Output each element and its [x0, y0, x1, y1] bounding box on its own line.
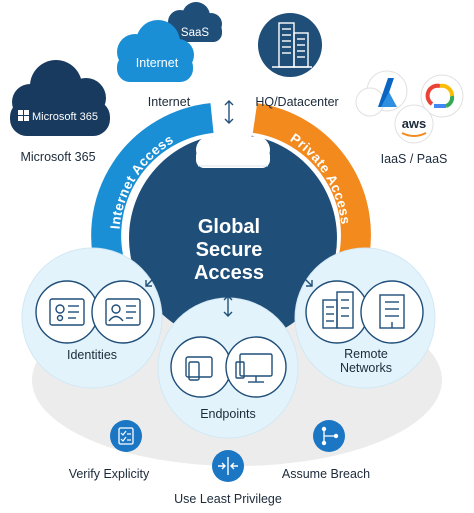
internet-label: Internet: [148, 95, 191, 109]
use-least-privilege-icon: [212, 450, 244, 482]
user-card-icon: [105, 298, 141, 326]
endpoints-node: Endpoints: [157, 297, 299, 439]
office-building-icon: [322, 291, 354, 329]
branch-building-icon: [379, 294, 405, 329]
center-title-line1: Global: [198, 216, 260, 238]
remote-networks-label-2: Networks: [340, 361, 392, 375]
microsoft365-cloud-icon: Microsoft 365: [10, 60, 110, 136]
diagonal-arrow-left-icon: [145, 271, 161, 287]
hq-datacenter-icon: [258, 13, 322, 77]
iaas-paas-logos: aws: [355, 70, 464, 144]
connector-arrows: [145, 100, 313, 317]
windows-logo-icon: [18, 110, 29, 121]
mobile-device-icon: [185, 356, 213, 381]
iaas-paas-label: IaaS / PaaS: [381, 152, 448, 166]
verify-explicitly-label: Verify Explicity: [69, 467, 150, 481]
diagonal-arrow-right-icon: [297, 271, 313, 287]
hq-datacenter-label: HQ/Datacenter: [255, 95, 338, 109]
internet-cloud-icon: Internet: [117, 20, 194, 82]
use-least-privilege-label: Use Least Privilege: [174, 492, 282, 506]
microsoft365-label: Microsoft 365: [20, 150, 95, 164]
id-badge-icon: [49, 298, 85, 326]
identities-node: Identities: [21, 247, 163, 389]
center-title-line2: Secure: [196, 239, 263, 261]
microsoft365-cloud-text: Microsoft 365: [32, 111, 98, 123]
desktop-monitor-icon: [235, 353, 273, 383]
svg-text:aws: aws: [402, 116, 427, 131]
assume-breach-label: Assume Breach: [282, 467, 370, 481]
central-circle: [129, 134, 337, 342]
internet-access-arc: [91, 103, 214, 277]
remote-networks-label-1: Remote: [344, 347, 388, 361]
azure-logo-icon: [378, 78, 397, 107]
identities-label: Identities: [67, 348, 117, 362]
saas-cloud-text: SaaS: [181, 27, 209, 39]
aws-logo-icon: aws: [401, 116, 427, 137]
endpoints-label: Endpoints: [200, 407, 256, 421]
google-cloud-logo-icon: [425, 83, 455, 108]
up-down-arrow-center-icon: [223, 295, 233, 317]
center-title-line3: Access: [194, 262, 264, 284]
central-cloud-icon: [196, 120, 270, 168]
private-access-arc: [252, 103, 371, 269]
assume-breach-icon: [313, 420, 345, 452]
up-down-arrow-icon: [224, 100, 234, 124]
internet-cloud-text: Internet: [136, 56, 179, 70]
remote-networks-node: Remote Networks: [294, 247, 436, 389]
verify-explicitly-icon: [110, 420, 142, 452]
